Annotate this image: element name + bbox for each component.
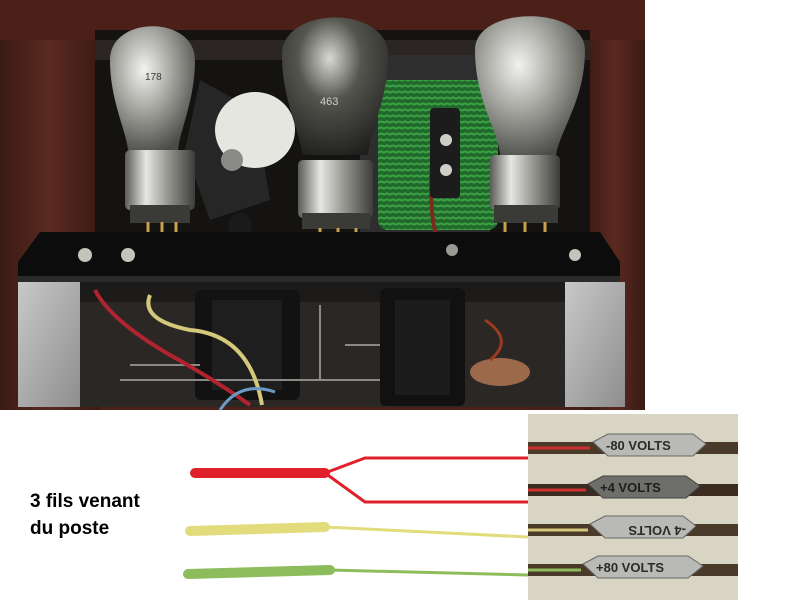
disc-capacitor: [470, 358, 530, 386]
connector-label-plus-80: +80 VOLTS: [596, 560, 664, 575]
green-wire-thick: [183, 565, 335, 579]
caption-line-1: 3 fils venant: [30, 491, 140, 512]
red-wire-branch-bottom: [324, 471, 528, 504]
vacuum-tube-middle: 463: [282, 17, 388, 229]
tube-middle-number: 463: [320, 96, 338, 108]
connector-tags-photo: -80 VOLTS +4 VOLTS -4 VOLTS +80 VOLTS: [528, 414, 738, 600]
caption: 3 fils venant du poste: [30, 488, 140, 542]
connector-label-plus-4: +4 VOLTS: [600, 480, 661, 495]
tube-left-number: 178: [145, 72, 162, 83]
caption-line-2: du poste: [30, 518, 110, 539]
amplifier-photo: 178 463: [0, 0, 645, 410]
bakelite-deck: [18, 232, 620, 280]
vacuum-tube-right: [475, 16, 585, 223]
aluminum-plate-right: [565, 282, 625, 407]
green-wire-thin: [329, 568, 528, 577]
vacuum-tube-left: 178: [110, 26, 195, 223]
connector-label-minus-80: -80 VOLTS: [606, 438, 671, 453]
aluminum-plate-left: [18, 282, 80, 407]
yellow-wire-thick: [185, 522, 330, 536]
red-wire-branch-top: [324, 456, 528, 475]
connector-label-minus-4: -4 VOLTS: [628, 523, 686, 538]
yellow-wire-thin: [324, 525, 528, 539]
wire-diagram: [183, 456, 528, 579]
